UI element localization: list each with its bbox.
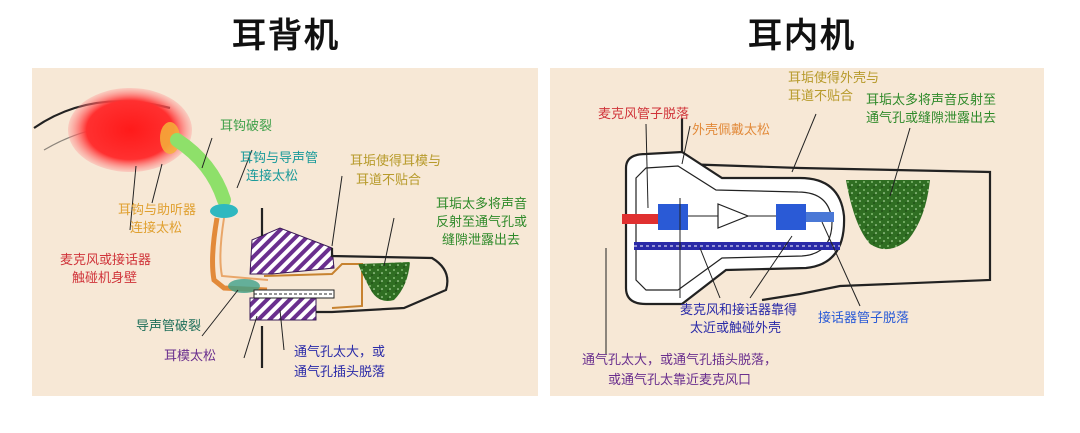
label-mic-touch-1: 麦克风或接话器: [60, 252, 151, 268]
earwax: [358, 262, 410, 301]
label-hook-tube-loose-2: 连接太松: [246, 168, 298, 184]
ear-hook: [170, 133, 231, 207]
label-tube-crack: 导声管破裂: [136, 319, 201, 334]
hook-tube-joint: [210, 204, 238, 218]
label-wax-shell-2: 耳道不贴合: [788, 89, 853, 104]
label-vent-1: 通气孔太大，或通气孔插头脱落，: [582, 352, 777, 368]
label-hook-aid-loose-1: 耳钩与助听器: [118, 203, 196, 218]
label-wax-2: 耳道不贴合: [356, 173, 421, 188]
label-hook-tube-loose-1: 耳钩与导声管: [240, 151, 318, 166]
ite-diagram-panel: 耳垢使得外壳与 耳道不贴合 麦克风管子脱落 耳垢太多将声音反射至 通气孔或缝隙泄…: [550, 68, 1044, 396]
label-vent-1: 通气孔太大，或: [294, 344, 385, 360]
label-wax-reflect-1: 耳垢太多将声音反射至: [866, 92, 996, 108]
microphone: [658, 204, 688, 230]
label-wax-reflect-1: 耳垢太多将声音: [436, 196, 527, 212]
label-hook-crack: 耳钩破裂: [220, 119, 272, 134]
ite-shell-inner: [635, 165, 833, 291]
bte-diagram-panel: 耳钩破裂 耳钩与导声管 连接太松 耳垢使得耳模与 耳道不贴合 耳垢太多将声音 反…: [32, 68, 538, 396]
label-vent-2: 通气孔插头脱落: [294, 364, 385, 380]
label-receiver-tube-off: 接话器管子脱落: [818, 310, 909, 326]
left-panel-title: 耳背机: [232, 16, 340, 56]
label-hook-aid-loose-2: 连接太松: [130, 220, 182, 236]
label-close-2: 太近或触碰外壳: [690, 321, 781, 336]
ite-diagram: 耳垢使得外壳与 耳道不贴合 麦克风管子脱落 耳垢太多将声音反射至 通气孔或缝隙泄…: [582, 70, 996, 388]
mic-receiver-blob: [68, 88, 192, 172]
ear-canal: [260, 208, 449, 368]
ite-earwax: [846, 180, 930, 250]
label-mic-tube-off: 麦克风管子脱落: [598, 107, 689, 122]
ear-mold: [249, 227, 335, 275]
ite-leader-lines: [605, 113, 911, 354]
bte-leader-lines: [129, 137, 395, 359]
sound-tube: [210, 217, 268, 293]
bte-diagram: 耳钩破裂 耳钩与导声管 连接太松 耳垢使得耳模与 耳道不贴合 耳垢太多将声音 反…: [33, 88, 527, 380]
label-wax-reflect-3: 缝隙泄露出去: [442, 233, 520, 248]
label-wax-1: 耳垢使得耳模与: [350, 153, 441, 169]
label-wax-reflect-2: 反射至通气孔或: [436, 214, 527, 230]
right-panel-title: 耳内机: [748, 16, 856, 56]
label-mold-loose: 耳模太松: [164, 349, 216, 364]
ear-mold-base: [249, 297, 317, 321]
ite-shell-outer: [624, 150, 846, 306]
label-shell-loose: 外壳佩戴太松: [692, 123, 770, 138]
label-wax-reflect-2: 通气孔或缝隙泄露出去: [866, 110, 996, 126]
mic-tube: [622, 214, 660, 224]
label-vent-2: 或通气孔太靠近麦克风口: [608, 372, 751, 388]
tube-crack-mark: [228, 279, 260, 293]
sound-tube-inner: [219, 217, 269, 281]
label-mic-touch-2: 触碰机身壁: [72, 270, 137, 286]
label-wax-shell-1: 耳垢使得外壳与: [788, 70, 879, 86]
receiver: [776, 204, 806, 230]
receiver-tube: [806, 212, 834, 222]
canal-sleeve: [263, 263, 363, 309]
label-close-1: 麦克风和接话器靠得: [680, 302, 797, 318]
